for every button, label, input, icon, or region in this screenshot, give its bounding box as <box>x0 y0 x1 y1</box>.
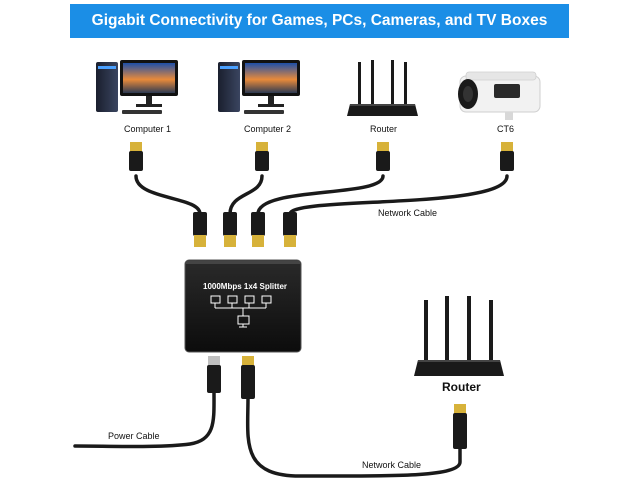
computer-2 <box>218 60 300 114</box>
splitter-rj45-connectors <box>193 212 297 247</box>
device-label-router: Router <box>370 124 398 134</box>
router-body <box>414 360 504 376</box>
network-cable-ct6 <box>288 174 509 216</box>
antenna <box>404 62 407 106</box>
cable-group <box>73 174 509 478</box>
antenna <box>489 300 493 362</box>
router-bottom <box>414 296 504 376</box>
pc-tower-icon <box>218 62 240 112</box>
rj45-connector-bottom <box>241 356 255 399</box>
rj45-connector <box>255 142 269 171</box>
bottom-router-label: Router <box>442 380 481 394</box>
antenna <box>467 296 471 362</box>
rj45-connector <box>129 142 143 171</box>
network-topology-icon <box>210 295 272 328</box>
device-label-computer-1: Computer 1 <box>124 124 172 134</box>
top-rj45-connectors <box>129 142 514 171</box>
rj45-connector <box>251 212 265 247</box>
computer-1 <box>96 60 178 114</box>
antenna <box>371 60 374 106</box>
rj45-connector <box>193 212 207 247</box>
rj45-connector <box>500 142 514 171</box>
router-body <box>347 104 418 116</box>
antenna <box>391 60 394 106</box>
network-cable-label-top: Network Cable <box>378 208 438 218</box>
device-label-ct6: CT6 <box>497 124 515 134</box>
network-cable-router <box>256 174 385 216</box>
antenna <box>358 62 361 106</box>
pc-tower-icon <box>96 62 118 112</box>
keyboard-icon <box>122 110 162 114</box>
network-cable-computer-2 <box>228 174 264 216</box>
rj45-connector <box>453 404 467 449</box>
splitter-label: 1000Mbps 1x4 Splitter <box>203 282 288 291</box>
rj45-connector <box>283 212 297 247</box>
banner-title: Gigabit Connectivity for Games, PCs, Cam… <box>91 12 548 29</box>
network-cable-computer-1 <box>134 174 202 216</box>
antenna <box>445 296 449 362</box>
rj45-connector <box>223 212 237 247</box>
network-cable-label-bottom: Network Cable <box>362 460 422 470</box>
device-label-computer-2: Computer 2 <box>244 124 292 134</box>
splitter-box <box>184 259 302 353</box>
power-cable-label: Power Cable <box>108 431 160 441</box>
network-cable-bottom <box>245 396 462 478</box>
keyboard-icon <box>244 110 284 114</box>
router-top <box>347 60 418 116</box>
power-connector <box>207 356 221 393</box>
rj45-connector <box>376 142 390 171</box>
antenna <box>424 300 428 362</box>
power-cable <box>73 390 216 449</box>
security-camera-ct6 <box>458 71 541 120</box>
title-banner: Gigabit Connectivity for Games, PCs, Cam… <box>70 4 569 38</box>
